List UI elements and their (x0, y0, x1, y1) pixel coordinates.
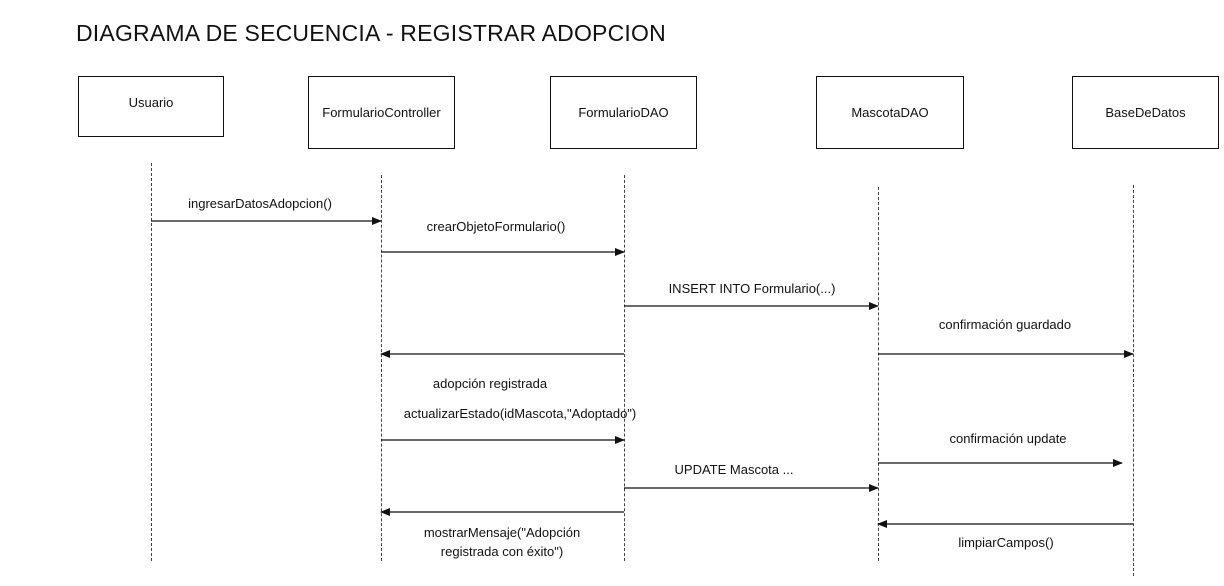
message-label-mostrar-mensaje-line2: registrada con éxito") (440, 544, 564, 559)
participant-formulario-controller: FormularioController (308, 76, 455, 149)
lifeline-mascota-dao (878, 187, 879, 561)
diagram-title: DIAGRAMA DE SECUENCIA - REGISTRAR ADOPCI… (76, 20, 666, 46)
participant-formulario-dao: FormularioDAO (550, 76, 697, 149)
message-label-update-mascota: UPDATE Mascota ... (674, 462, 794, 477)
message-label-limpiar-campos: limpiarCampos() (958, 535, 1054, 550)
message-label-adopcion-registrada: adopción registrada (432, 376, 548, 391)
message-label-confirmacion-guardado: confirmación guardado (938, 317, 1072, 332)
message-label-confirmacion-update: confirmación update (949, 431, 1067, 446)
lifeline-base-de-datos (1133, 185, 1134, 576)
participant-usuario: Usuario (78, 76, 224, 137)
participant-base-de-datos: BaseDeDatos (1072, 76, 1219, 149)
message-label-actualizar-estado: actualizarEstado(idMascota,"Adoptado") (403, 406, 637, 421)
message-label-crear-objeto: crearObjetoFormulario() (426, 219, 566, 234)
lifeline-formulario-dao (624, 175, 625, 561)
lifeline-usuario (151, 163, 152, 561)
message-label-ingresar-datos: ingresarDatosAdopcion() (188, 196, 332, 211)
lifeline-formulario-controller (381, 175, 382, 561)
participant-mascota-dao: MascotaDAO (816, 76, 964, 149)
message-label-insert-formulario: INSERT INTO Formulario(...) (668, 281, 836, 296)
message-label-mostrar-mensaje-line1: mostrarMensaje("Adopción (423, 525, 581, 540)
